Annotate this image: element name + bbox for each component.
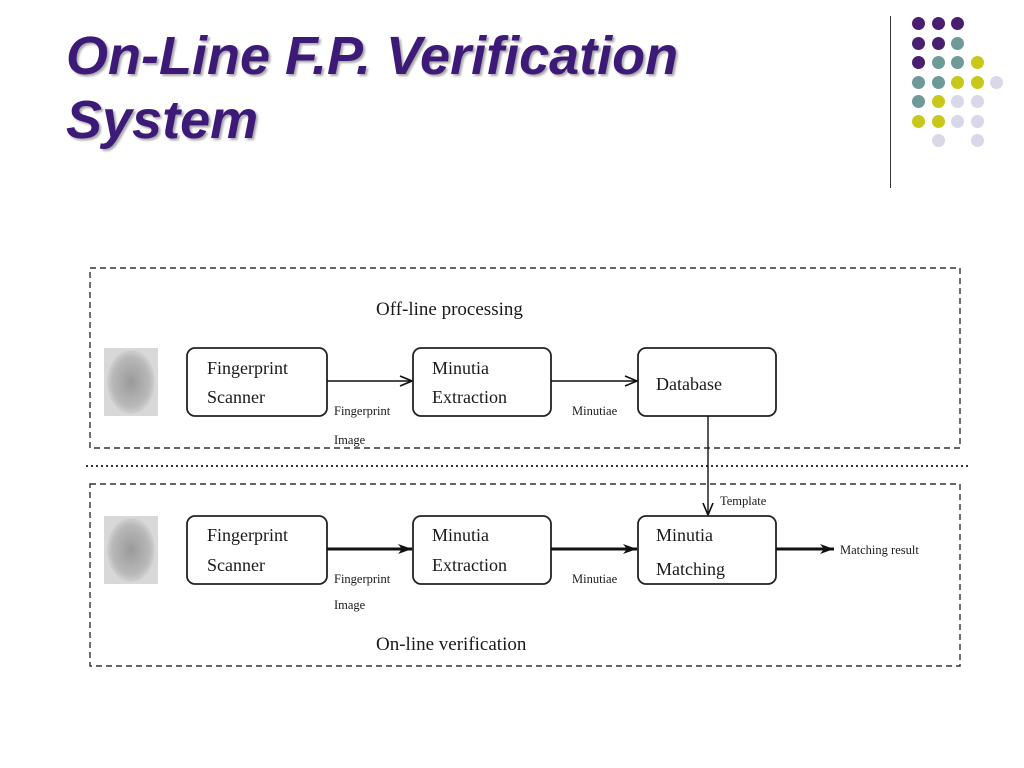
decor-dot (931, 134, 945, 147)
decorative-dot-grid (0, 0, 1024, 200)
online-extraction-box: Minutia Extraction (412, 515, 552, 585)
decor-dot (931, 36, 945, 50)
decor-dot (912, 56, 925, 69)
template-label: Template (720, 494, 767, 508)
database-box: Database (637, 347, 777, 417)
decor-dot (970, 75, 984, 89)
offline-edge-image-label-1: Fingerprint (334, 404, 391, 418)
matching-label-1: Minutia (656, 525, 713, 545)
matching-result-label: Matching result (840, 543, 919, 557)
offline-scanner-label-2: Scanner (207, 387, 265, 407)
online-section-label: On-line verification (376, 634, 527, 655)
decor-dot (931, 75, 945, 89)
decor-dot (970, 114, 984, 128)
offline-fingerprint-image (104, 348, 158, 416)
offline-scanner-box: Fingerprint Scanner (186, 347, 328, 417)
matching-box: Minutia Matching (637, 515, 777, 585)
online-region: Fingerprint Scanner Fingerprint Image Mi… (89, 483, 961, 667)
online-scanner-box: Fingerprint Scanner (186, 515, 328, 585)
slide-title-line-1: On-Line F.P. Verification (66, 26, 679, 86)
online-edge-image-label-2: Image (334, 598, 366, 612)
decor-dot (951, 95, 964, 108)
offline-extraction-label-1: Minutia (432, 358, 489, 378)
decor-dot (951, 17, 964, 30)
decor-dot (970, 95, 984, 108)
offline-region: Off-line processing Fingerprint Scanner … (89, 267, 961, 449)
decor-dot (931, 17, 945, 30)
slide-title: On-Line F.P. Verification System (66, 24, 678, 152)
online-edge-image-label-1: Fingerprint (334, 572, 391, 586)
decor-dot (951, 75, 964, 89)
decor-dot (912, 36, 925, 50)
offline-edge-minutiae-label: Minutiae (572, 404, 618, 418)
decor-dot (951, 114, 964, 128)
decor-dot (970, 134, 984, 147)
matching-label-2: Matching (656, 559, 725, 579)
online-extraction-label-2: Extraction (432, 555, 507, 575)
offline-region-border (89, 267, 961, 449)
decor-dot (912, 114, 925, 128)
decor-dot (931, 114, 945, 128)
offline-scanner-label-1: Fingerprint (207, 358, 288, 378)
offline-extraction-box: Minutia Extraction (412, 347, 552, 417)
decor-dot (990, 75, 1003, 89)
offline-extraction-label-2: Extraction (432, 387, 507, 407)
decor-dot (970, 56, 984, 69)
decor-dot (951, 56, 964, 69)
online-fingerprint-image (104, 516, 158, 584)
online-extraction-label-1: Minutia (432, 525, 489, 545)
online-edge-minutiae-label: Minutiae (572, 572, 618, 586)
slide-title-line-2: System (66, 90, 259, 150)
offline-edge-image-label-2: Image (334, 433, 366, 447)
online-scanner-label-2: Scanner (207, 555, 265, 575)
decor-dot (931, 56, 945, 69)
online-scanner-label-1: Fingerprint (207, 525, 288, 545)
decor-dot (912, 95, 925, 108)
offline-section-label: Off-line processing (376, 299, 523, 320)
title-divider (890, 16, 891, 188)
decor-dot (951, 36, 964, 50)
online-region-border (89, 483, 961, 667)
decor-dot (931, 95, 945, 108)
database-label: Database (656, 374, 722, 394)
decor-dot (912, 17, 925, 30)
decor-dot (912, 75, 925, 89)
